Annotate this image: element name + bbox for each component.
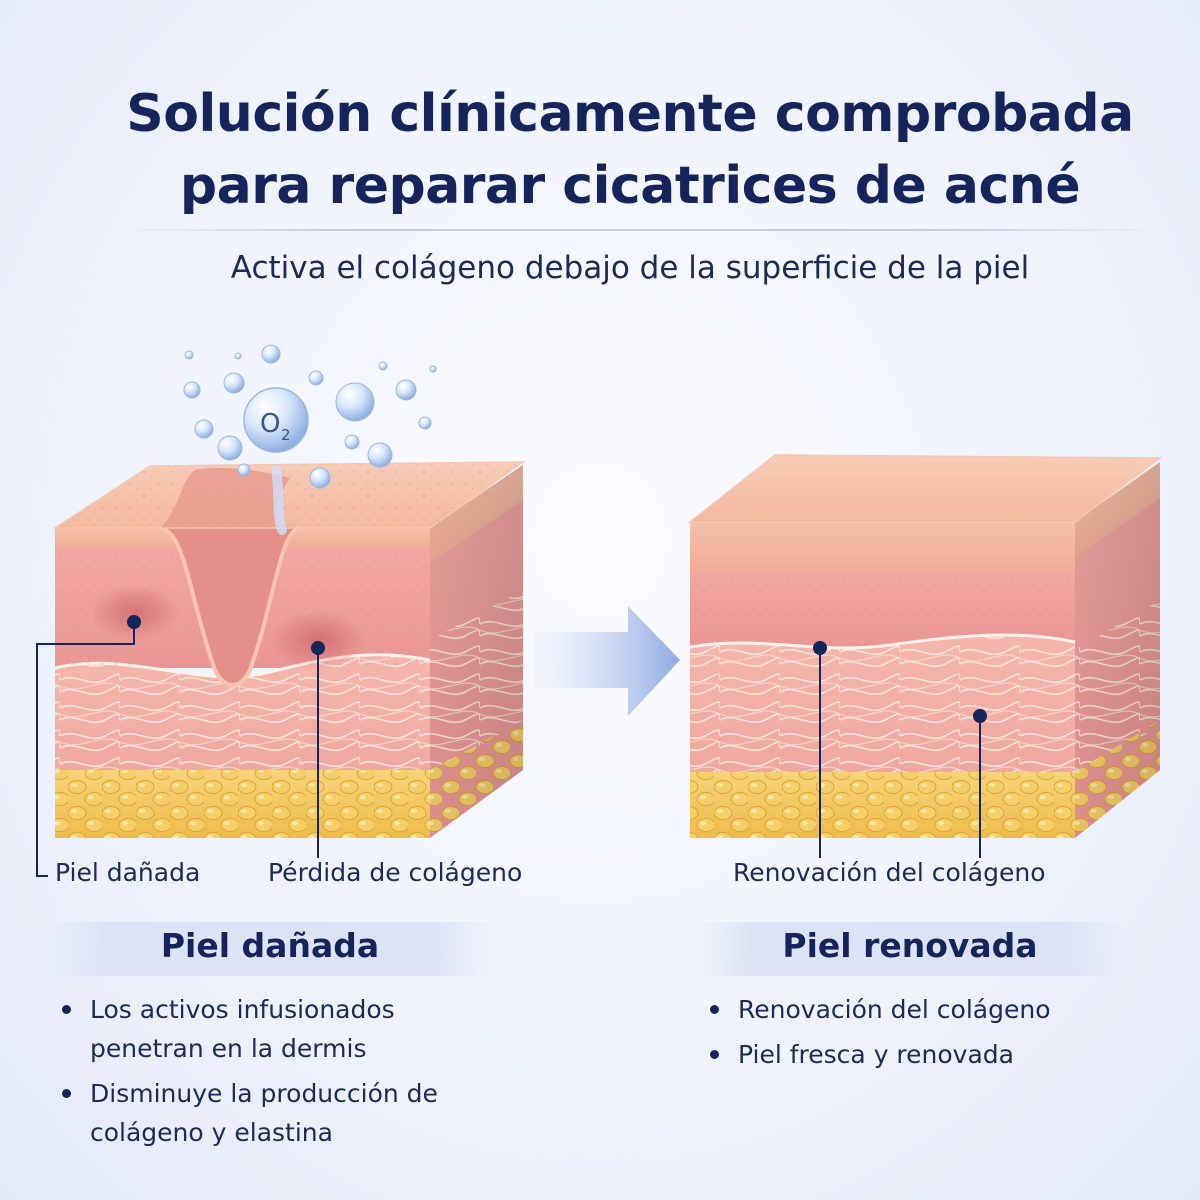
right-bullet-item: Piel fresca y renovada [708,1035,1148,1074]
oxygen-bubbles: O 2 [183,344,437,535]
left-bullet-item: Disminuye la producción de colágeno y el… [60,1074,460,1152]
oxygen-subscript: 2 [281,426,291,444]
transition-arrow [535,606,680,716]
right-title-band [690,922,1130,976]
callout-dots [127,615,987,723]
left-bullet-item: Los activos infusionados penetran en la … [60,990,460,1068]
callout-leaders [36,622,981,877]
left-panel-title: Piel dañada [160,926,380,965]
damaged-skin-block [52,461,526,838]
renewed-skin-block [687,454,1163,838]
subtitle: Activa el colágeno debajo de la superfic… [230,250,1030,286]
page-title: Solución clínicamente comprobada para re… [100,78,1160,222]
callout-collagen-renewal: Renovación del colágeno [733,858,1046,887]
right-bullet-item: Renovación del colágeno [708,990,1148,1029]
title-line-1: Solución clínicamente comprobada [126,84,1134,144]
title-divider [120,229,1160,231]
title-line-2: para reparar cicatrices de acné [179,156,1081,216]
left-bullet-list: Los activos infusionados penetran en la … [60,990,460,1158]
right-bullet-list: Renovación del colágeno Piel fresca y re… [708,990,1148,1080]
right-panel-title: Piel renovada [782,926,1038,965]
callout-collagen-loss: Pérdida de colágeno [268,858,523,887]
oxygen-label: O [260,409,280,439]
callout-damaged-skin: Piel dañada [55,858,201,887]
left-title-band [40,922,500,976]
